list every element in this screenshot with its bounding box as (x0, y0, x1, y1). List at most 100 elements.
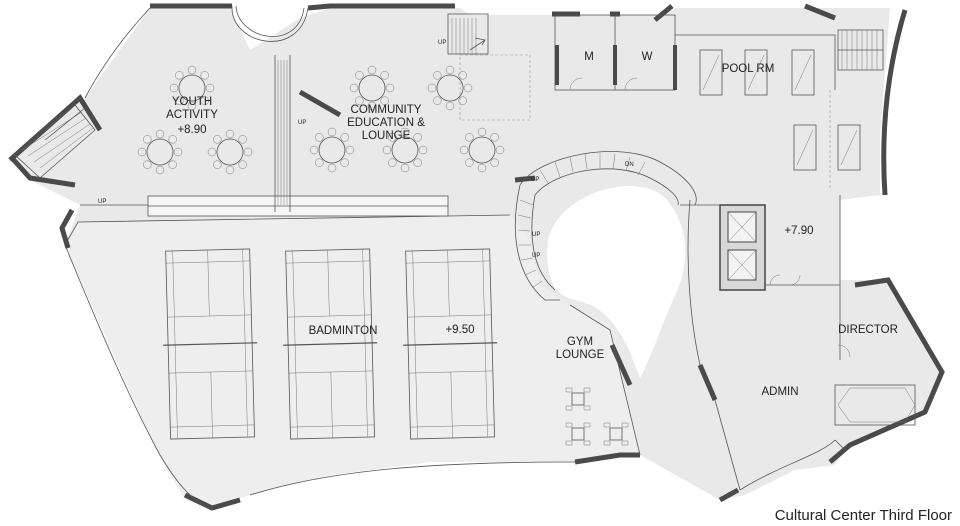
exterior-wall (574, 452, 640, 465)
chair (465, 158, 474, 167)
exterior-wall (298, 89, 342, 118)
exterior-wall (697, 364, 718, 401)
chair (388, 158, 397, 167)
gym-lounge-label-1: GYM (567, 336, 593, 348)
chair (418, 145, 428, 155)
chair (400, 127, 410, 137)
chair (413, 158, 422, 167)
spiral-stair (514, 151, 697, 301)
chair (477, 163, 487, 173)
chair (385, 83, 395, 93)
chair (367, 65, 377, 75)
chair (433, 96, 442, 105)
director-label: DIRECTOR (838, 324, 898, 336)
chair (200, 96, 209, 105)
chair (355, 96, 364, 105)
chair (355, 71, 364, 80)
chair (173, 147, 183, 157)
round-table (391, 136, 419, 164)
stair-down-label: DN (625, 162, 634, 168)
chair (477, 127, 487, 137)
round-table (468, 136, 496, 164)
stair-west (14, 104, 96, 179)
chair (490, 158, 499, 167)
chair (465, 133, 474, 142)
mens-restroom-label: M (584, 51, 594, 63)
community-label-1: COMMUNITY (351, 104, 422, 116)
stair-up-label-2: UP (532, 232, 540, 238)
chair (309, 145, 319, 155)
atrium-void (547, 186, 686, 378)
chair (187, 101, 197, 111)
chair (367, 101, 377, 111)
exterior-wall (718, 487, 740, 503)
round-table (146, 138, 174, 166)
chair (413, 133, 422, 142)
chair (238, 135, 247, 144)
chair (459, 145, 469, 155)
chair (388, 133, 397, 142)
gym-lounge-label-2: LOUNGE (556, 349, 605, 361)
elevator-core (719, 204, 766, 291)
outline (64, 214, 511, 246)
rotunda (231, 5, 309, 42)
exterior-wall (828, 277, 945, 464)
pool-room-label: POOL RM (722, 63, 775, 75)
chair (175, 96, 184, 105)
chair (168, 135, 177, 144)
chair (225, 165, 235, 175)
chair (495, 145, 505, 155)
chair (155, 165, 165, 175)
ramp (277, 60, 288, 205)
chair (445, 65, 455, 75)
round-table (318, 136, 346, 164)
chair (205, 83, 215, 93)
badminton-label: BADMINTON (309, 325, 378, 337)
rotunda (235, 5, 305, 37)
badminton-level-label: +9.50 (445, 324, 474, 336)
chair (490, 133, 499, 142)
chair (349, 83, 359, 93)
chair (143, 160, 152, 169)
chair (315, 133, 324, 142)
chair (200, 71, 209, 80)
round-table (178, 74, 206, 102)
exterior-wall (804, 3, 908, 196)
chair (137, 147, 147, 157)
round-table (216, 138, 244, 166)
badminton-courts (163, 248, 498, 440)
youth-level-label: +8.90 (177, 124, 206, 136)
round-tables (137, 65, 505, 175)
exterior-wall (552, 4, 674, 22)
lounge-tables (565, 387, 629, 446)
chair (463, 83, 473, 93)
community-label-2: EDUCATION & (347, 117, 425, 129)
chair (213, 160, 222, 169)
exterior-wall (10, 156, 76, 188)
chair (445, 101, 455, 111)
chair (243, 147, 253, 157)
round-table (436, 74, 464, 102)
youth-activity-label-2: ACTIVITY (166, 109, 218, 121)
chair (380, 71, 389, 80)
chair (143, 135, 152, 144)
restroom-block (554, 14, 677, 91)
chair (175, 71, 184, 80)
exterior-wall (307, 3, 455, 11)
stair-up-label-1: UP (531, 177, 539, 183)
chair (458, 96, 467, 105)
chair (345, 145, 355, 155)
chair (168, 160, 177, 169)
stair-north-up-label: UP (438, 40, 446, 46)
stair-up-label-3: UP (532, 253, 540, 259)
chair (380, 96, 389, 105)
chair (327, 127, 337, 137)
ramp-up-label: UP (298, 120, 306, 126)
chair (433, 71, 442, 80)
stair-east (837, 29, 884, 71)
chair (427, 83, 437, 93)
womens-restroom-label: W (642, 51, 653, 63)
chair (187, 65, 197, 75)
pool-tables (699, 49, 861, 171)
